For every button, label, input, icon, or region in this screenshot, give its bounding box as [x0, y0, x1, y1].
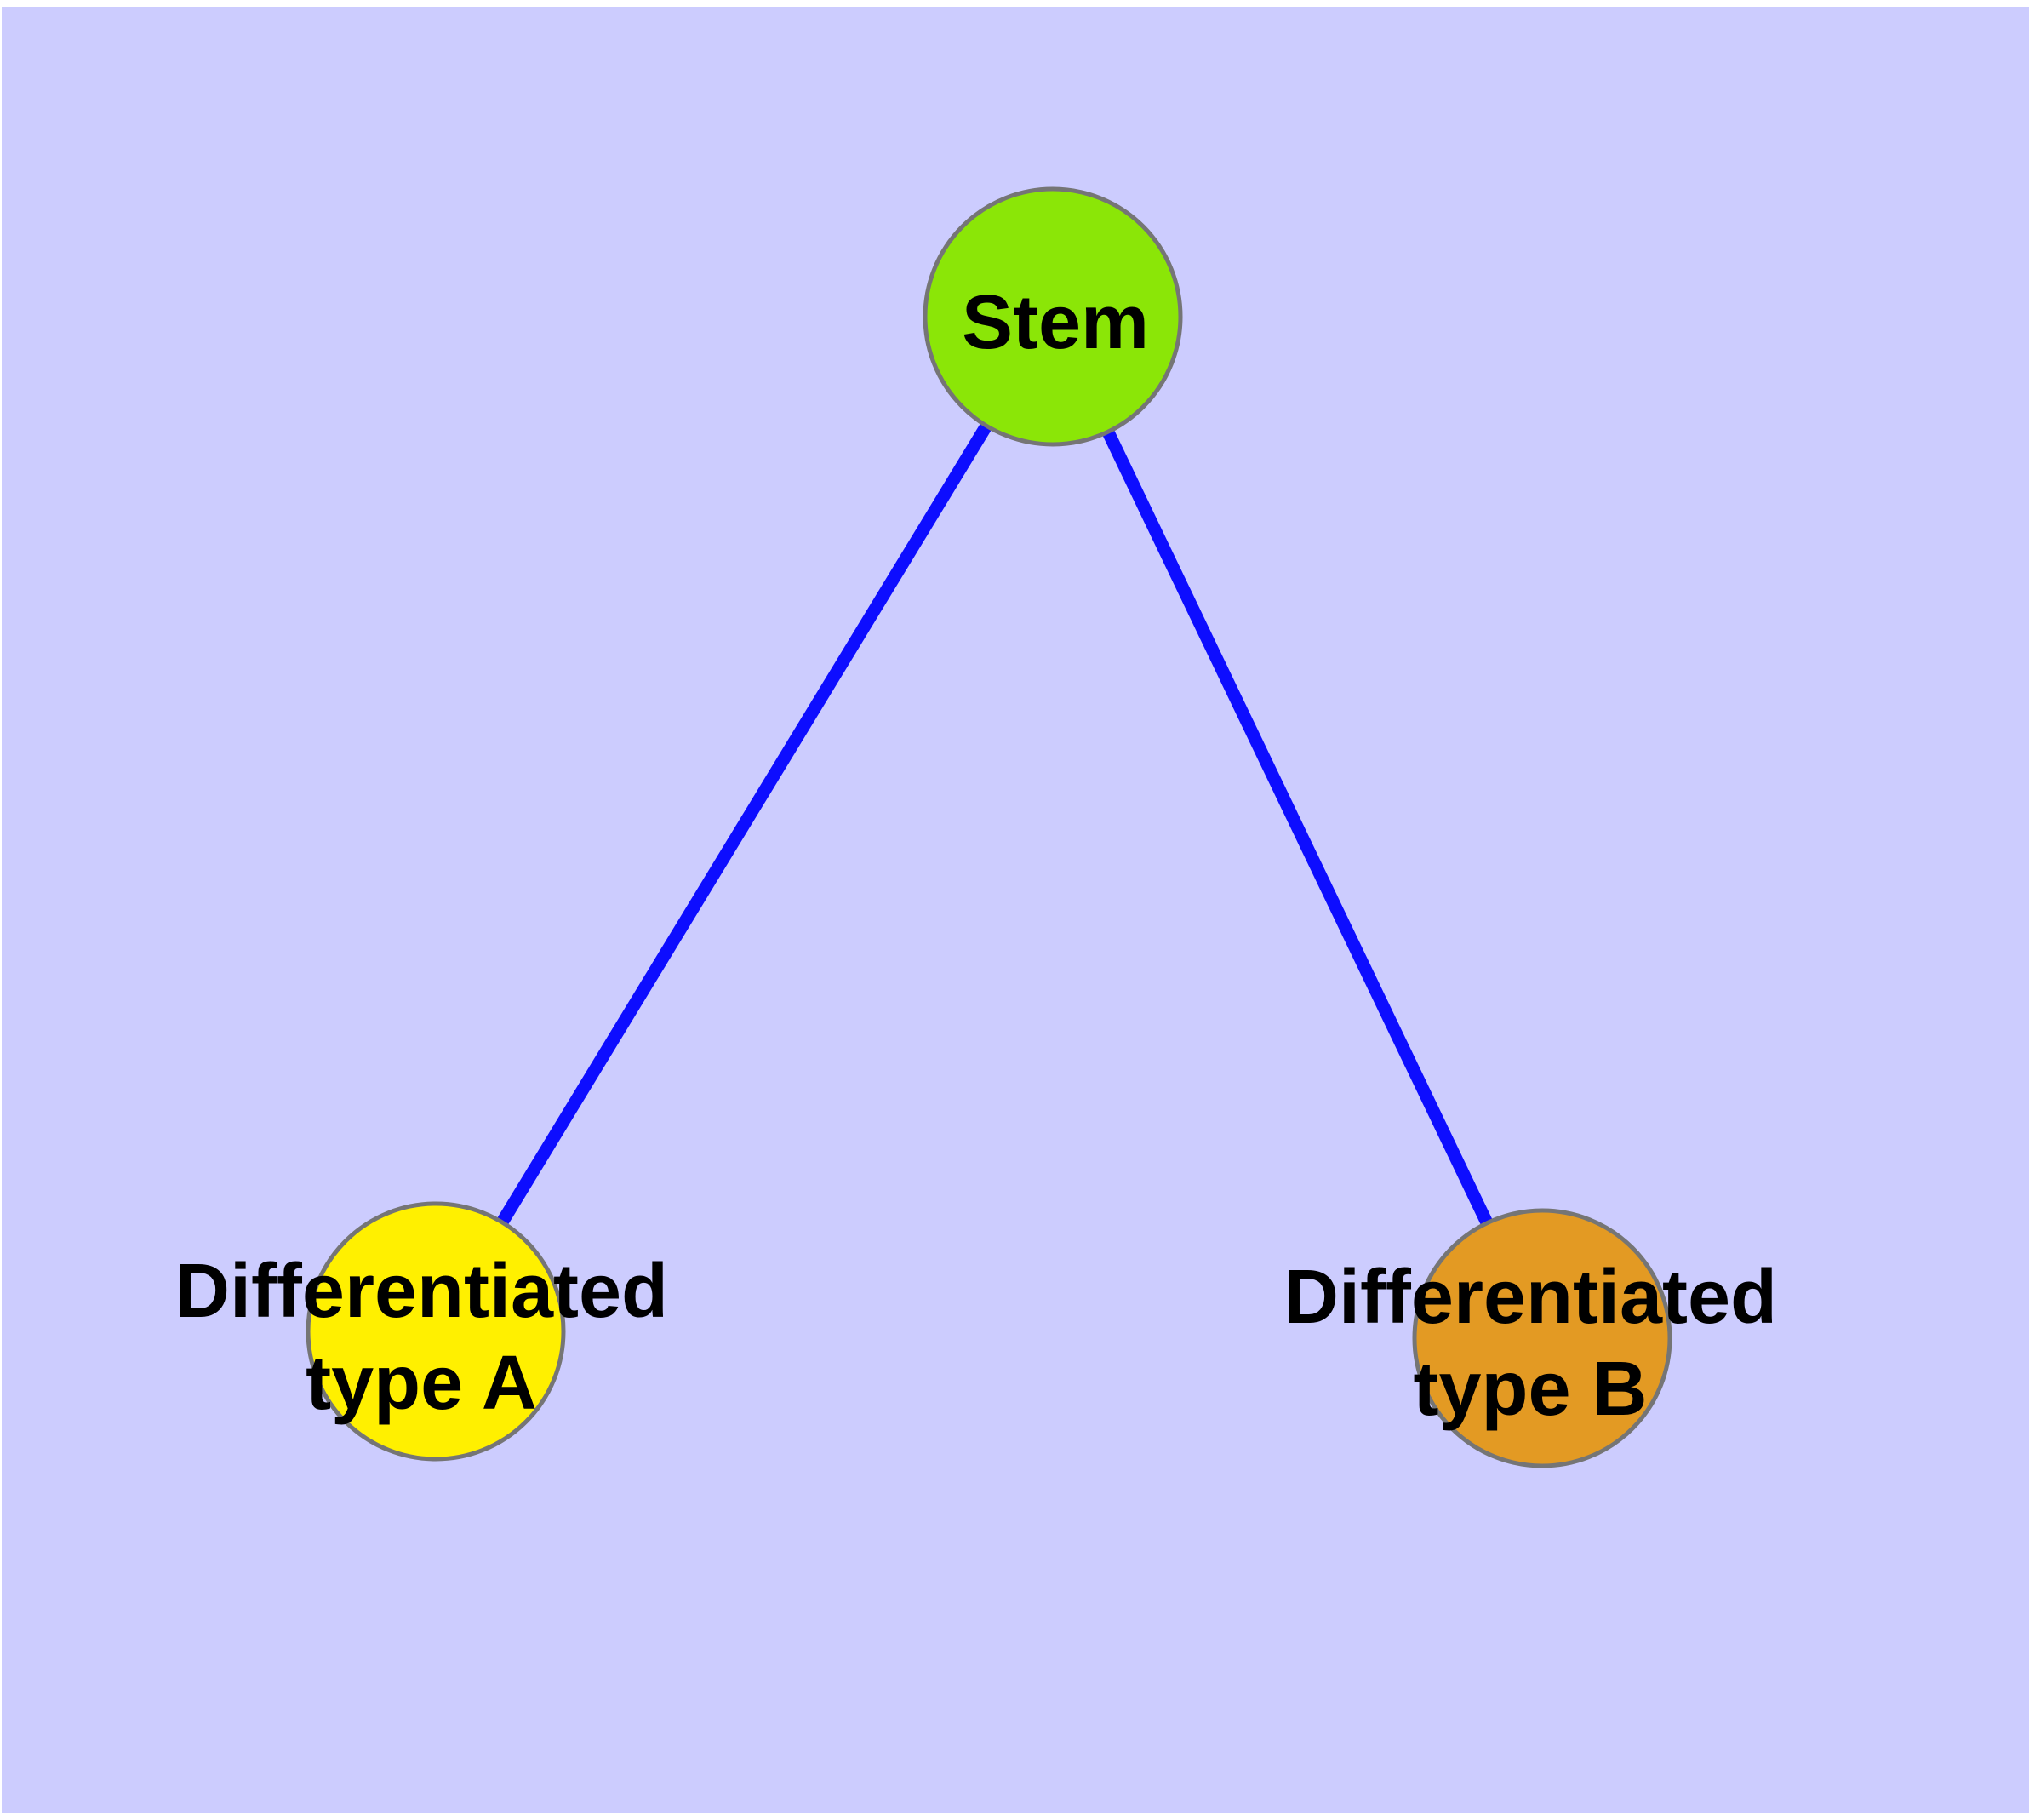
edge-stem-to-b [1047, 313, 1548, 1342]
node-stem-label: Stem [961, 280, 1150, 365]
edge-stem-to-a [430, 313, 1059, 1335]
node-stem [923, 186, 1183, 447]
node-differentiated-a [306, 1201, 566, 1462]
node-differentiated-b-label: Differentiated type B [1283, 1255, 1778, 1432]
node-differentiated-b [1412, 1208, 1672, 1468]
node-differentiated-a-label: Differentiated type A [174, 1249, 669, 1426]
